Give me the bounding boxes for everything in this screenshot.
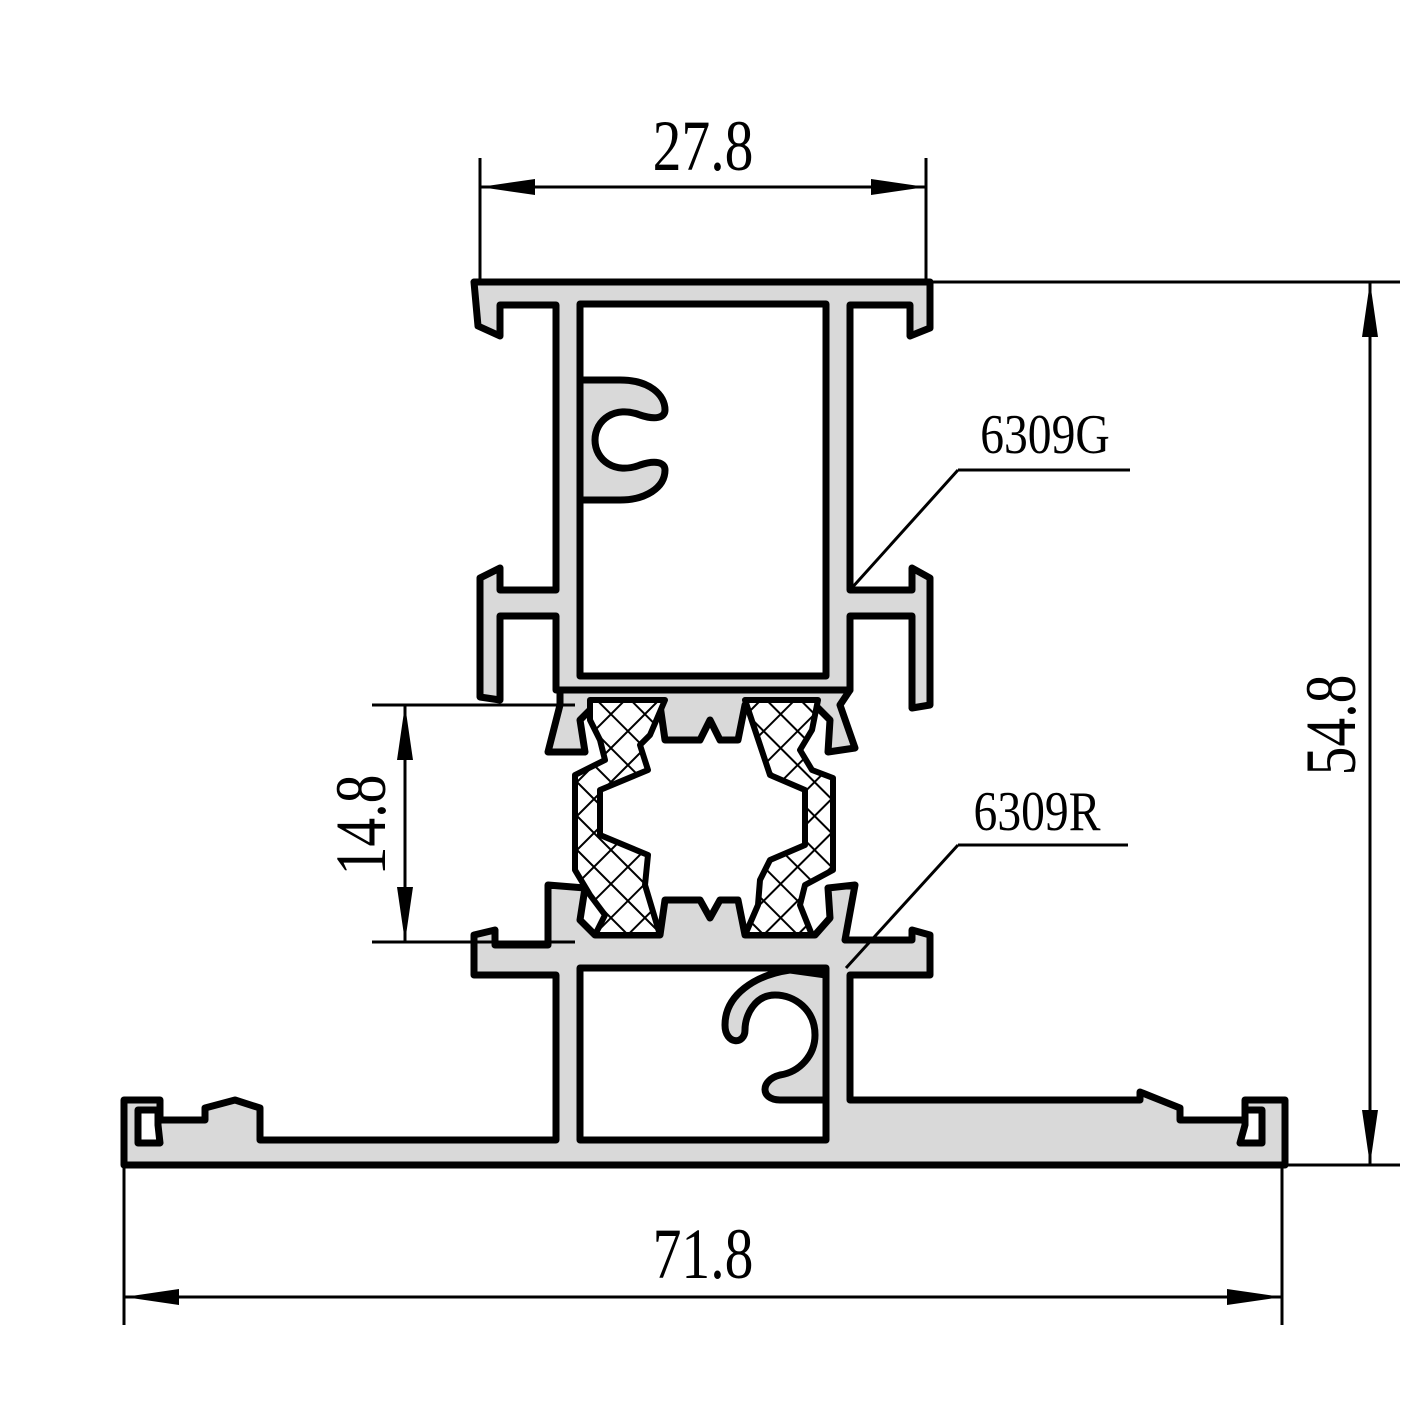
insulating-strips bbox=[572, 697, 836, 938]
dimension-top-width: 27.8 bbox=[478, 107, 928, 280]
dimension-overall-height: 54.8 bbox=[930, 280, 1400, 1167]
dimension-label-overall-height: 54.8 bbox=[1292, 675, 1372, 776]
dimension-insulation-gap: 14.8 bbox=[322, 703, 575, 944]
label-6309r: 6309R bbox=[844, 782, 1128, 970]
part-label-upper: 6309G bbox=[980, 405, 1110, 466]
dimension-overall-width: 71.8 bbox=[122, 1165, 1284, 1325]
upper-profile-6309g bbox=[470, 278, 934, 756]
label-6309g: 6309G bbox=[848, 405, 1130, 592]
dimension-label-top-width: 27.8 bbox=[653, 107, 754, 187]
part-label-lower: 6309R bbox=[974, 782, 1101, 843]
lower-profile-6309r bbox=[120, 881, 1289, 1169]
dimension-label-insulation-gap: 14.8 bbox=[322, 775, 402, 876]
dimension-label-overall-width: 71.8 bbox=[653, 1215, 754, 1295]
